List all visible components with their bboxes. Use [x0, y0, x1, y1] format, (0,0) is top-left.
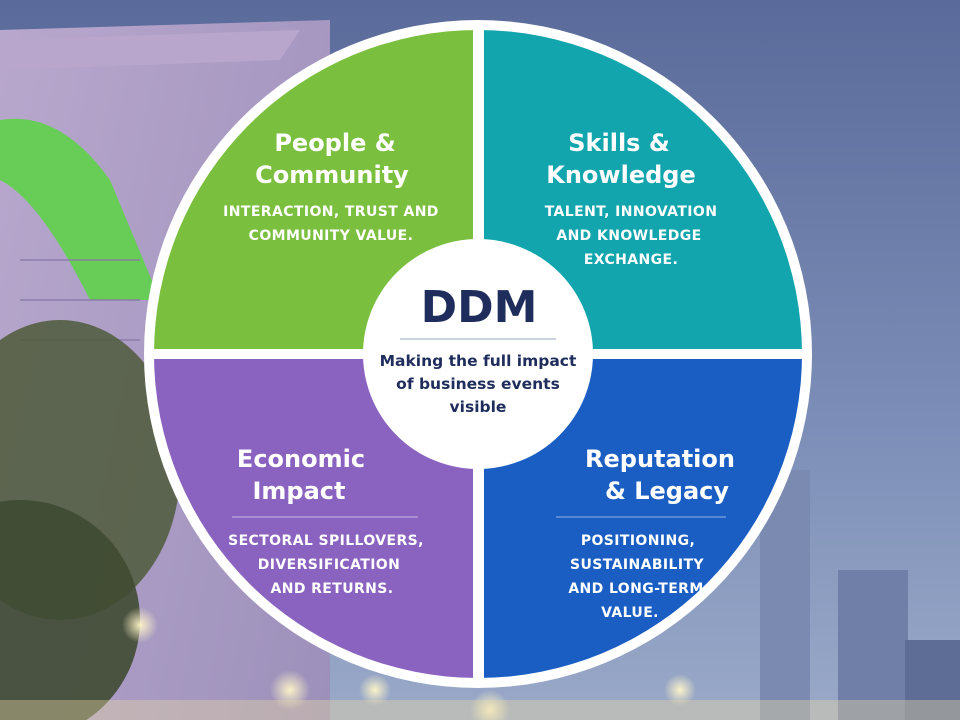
street-light	[470, 690, 510, 720]
reputation-title-line1: Reputation	[585, 445, 735, 473]
economic-desc-line3: AND RETURNS.	[270, 581, 393, 597]
skyscraper-2	[905, 640, 960, 720]
skyscraper	[838, 570, 908, 720]
reputation-desc-line1: POSITIONING,	[581, 533, 695, 549]
people-title-line2: Community	[255, 161, 409, 189]
ground-glow	[0, 700, 960, 720]
reputation-desc-line4: VALUE.	[601, 605, 659, 621]
tree-left-lower	[0, 500, 140, 720]
center-title: DDM	[421, 282, 538, 333]
reputation-legacy-text: Reputation & Legacy POSITIONING, SUSTAIN…	[568, 445, 735, 621]
economic-impact-text: Economic Impact SECTORAL SPILLOVERS, DIV…	[228, 445, 424, 597]
skills-desc-line1: TALENT, INNOVATION	[545, 204, 718, 220]
people-community-text: People & Community INTERACTION, TRUST AN…	[223, 129, 439, 244]
skills-title-line1: Skills &	[568, 129, 670, 157]
street-light	[359, 674, 391, 706]
reputation-desc-line2: SUSTAINABILITY	[570, 557, 704, 573]
skills-desc-line2: AND KNOWLEDGE	[556, 228, 701, 244]
center-subtitle-line2: of business events	[396, 375, 560, 393]
center-circle	[363, 239, 593, 469]
people-desc-line2: COMMUNITY VALUE.	[249, 228, 414, 244]
center-subtitle-line3: visible	[450, 398, 507, 416]
skills-title-line2: Knowledge	[546, 161, 695, 189]
people-desc-line1: INTERACTION, TRUST AND	[223, 204, 439, 220]
street-light	[664, 674, 696, 706]
skills-desc-line3: EXCHANGE.	[584, 252, 678, 268]
people-title-line1: People &	[274, 129, 395, 157]
reputation-desc-line3: AND LONG-TERM	[568, 581, 703, 597]
green-light-strip	[0, 118, 160, 300]
street-light	[122, 607, 158, 643]
economic-title-line2: Impact	[252, 477, 345, 505]
street-light	[270, 670, 310, 710]
building-roof	[0, 30, 300, 70]
reputation-title-line2: & Legacy	[605, 477, 729, 505]
skills-knowledge-text: Skills & Knowledge TALENT, INNOVATION AN…	[545, 129, 718, 268]
economic-desc-line2: DIVERSIFICATION	[258, 557, 400, 573]
economic-title-line1: Economic	[237, 445, 365, 473]
center-text: DDM Making the full impact of business e…	[380, 282, 577, 416]
economic-desc-line1: SECTORAL SPILLOVERS,	[228, 533, 424, 549]
center-subtitle-line1: Making the full impact	[380, 352, 577, 370]
